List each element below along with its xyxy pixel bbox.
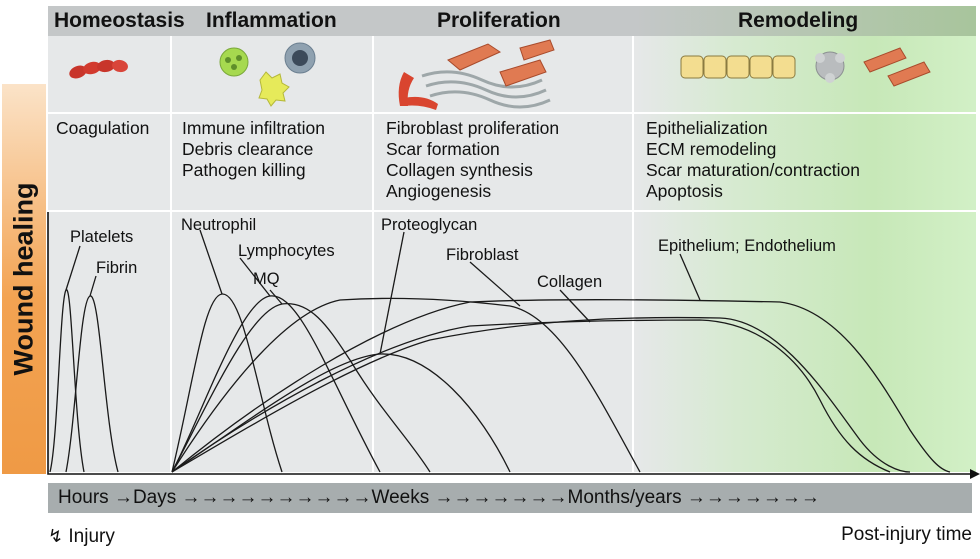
curve-lymphocytes xyxy=(171,295,381,473)
label-epithelium: Epithelium; Endothelium xyxy=(658,237,836,255)
injury-label: Injury xyxy=(68,526,115,547)
epithelium-cells-icon xyxy=(680,47,931,87)
processes-inflammation: Immune infiltration Debris clearance Pat… xyxy=(182,118,325,181)
label-collagen: Collagen xyxy=(537,273,603,291)
red-blood-cells-icon xyxy=(69,59,128,79)
y-axis-label-bar: Wound healing xyxy=(2,84,46,474)
band-homeostasis xyxy=(48,6,170,472)
processes-remodeling: Epithelialization ECM remodeling Scar ma… xyxy=(646,118,860,202)
label-platelets: Platelets xyxy=(70,228,134,246)
phase-title-inflammation: Inflammation xyxy=(206,9,337,32)
immune-cells-icon xyxy=(219,42,316,107)
curve-ecm xyxy=(171,316,911,473)
leader-neutrophil xyxy=(199,229,223,295)
processes-proliferation: Fibroblast proliferation Scar formation … xyxy=(386,118,559,202)
process-item: Scar formation xyxy=(386,139,500,159)
phase-title-remodeling: Remodeling xyxy=(738,9,859,32)
x-axis-arrow-icon xyxy=(970,469,980,479)
process-item: Coagulation xyxy=(56,118,150,138)
leader-fibrin xyxy=(89,275,97,297)
band-remodeling xyxy=(634,6,976,472)
process-item: Angiogenesis xyxy=(386,181,492,201)
process-item: Collagen synthesis xyxy=(386,160,533,180)
curve-proteoglycan xyxy=(171,353,511,473)
band-proliferation xyxy=(374,6,632,472)
process-item: Epithelialization xyxy=(646,118,768,138)
processes-homeostasis: Coagulation xyxy=(56,118,149,139)
leader-collagen xyxy=(559,289,591,323)
timeline-text: Hours →Days →→→→→→→→→→Weeks →→→→→→→Month… xyxy=(58,487,820,508)
curve-epithelium xyxy=(171,299,951,473)
label-neutrophil: Neutrophil xyxy=(181,216,257,234)
process-item: Debris clearance xyxy=(182,139,314,159)
label-proteoglycan: Proteoglycan xyxy=(381,216,478,234)
curve-collagen xyxy=(171,319,891,473)
cell-illustrations xyxy=(69,39,931,110)
process-item: Fibroblast proliferation xyxy=(386,118,560,138)
row-divider xyxy=(48,112,976,114)
label-fibroblast: Fibroblast xyxy=(446,246,519,264)
curve-neutrophil xyxy=(171,293,283,473)
leader-platelets xyxy=(65,245,81,291)
process-item: Scar maturation/contraction xyxy=(646,160,860,180)
lightning-icon: ↯ xyxy=(48,526,64,546)
leader-epithelium xyxy=(679,253,701,301)
leader-proteoglycan xyxy=(379,231,405,355)
label-lymphocytes: Lymphocytes xyxy=(238,242,335,260)
axes xyxy=(47,212,976,475)
phase-title-proliferation: Proliferation xyxy=(437,9,561,32)
leader-fibroblast xyxy=(469,261,521,307)
label-fibrin: Fibrin xyxy=(96,259,138,277)
injury-marker: ↯ Injury xyxy=(48,526,115,548)
curve-fibrin xyxy=(65,295,119,473)
row-divider xyxy=(48,210,976,212)
process-item: Pathogen killing xyxy=(182,160,306,180)
process-item: ECM remodeling xyxy=(646,139,777,159)
timeline-bar: Hours →Days →→→→→→→→→→Weeks →→→→→→→Month… xyxy=(48,483,972,513)
label-mq: MQ xyxy=(253,270,280,288)
curve-platelets xyxy=(49,289,85,473)
post-injury-time-label: Post-injury time xyxy=(841,524,972,545)
process-item: Apoptosis xyxy=(646,181,723,201)
leader-mq xyxy=(269,289,283,305)
process-item: Immune infiltration xyxy=(182,118,325,138)
header-strip-remodel-overlay xyxy=(634,6,976,36)
leader-lymphocytes xyxy=(239,257,271,297)
curve-fibroblast xyxy=(171,297,641,473)
phase-title-homeostasis: Homeostasis xyxy=(54,9,185,32)
fibroblast-collagen-icon xyxy=(398,39,555,110)
